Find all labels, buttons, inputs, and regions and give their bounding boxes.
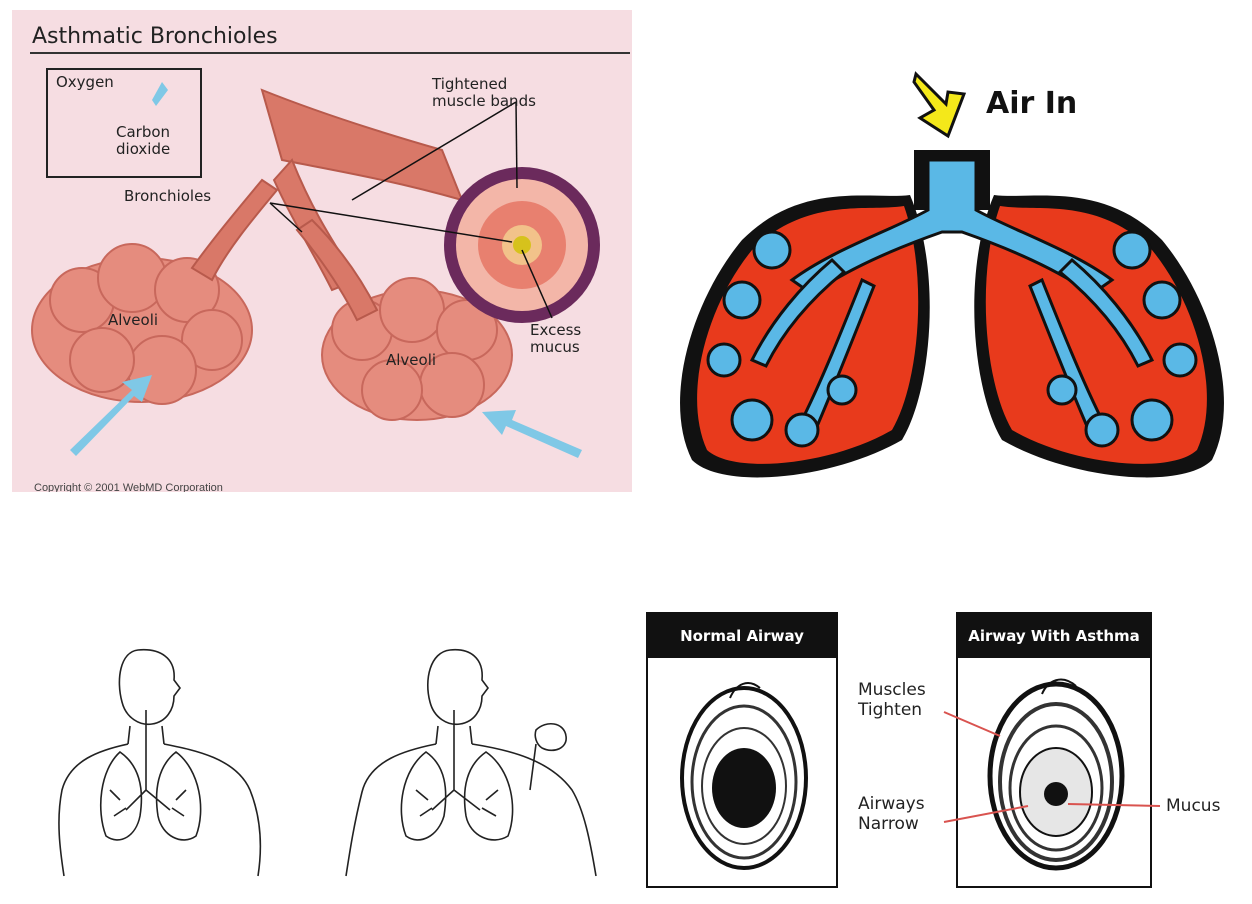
label-mucus: Mucus xyxy=(1166,796,1220,816)
air-in-arrow-icon xyxy=(914,74,964,136)
normal-breathing-figure xyxy=(40,640,310,880)
label-bronchioles: Bronchioles xyxy=(124,188,211,205)
label-excess-mucus: Excess mucus xyxy=(530,322,581,357)
label-airways-narrow: Airways Narrow xyxy=(858,794,925,835)
label-alveoli-right: Alveoli xyxy=(386,352,436,369)
diagram-title: Asthmatic Bronchioles xyxy=(32,24,278,49)
lungs-air-in-illustration: Air In xyxy=(652,10,1250,492)
legend-oxygen: Oxygen xyxy=(56,74,114,91)
label-tightened-muscle-bands: Tightened muscle bands xyxy=(432,76,536,111)
asthma-airway-drawing xyxy=(958,658,1150,886)
coughing-figure xyxy=(340,640,620,880)
legend-carbon-dioxide: Carbon dioxide xyxy=(116,124,170,159)
normal-airway-drawing xyxy=(648,658,836,886)
label-alveoli-left: Alveoli xyxy=(108,312,158,329)
asthmatic-bronchioles-illustration: Asthmatic Bronchioles Oxygen Carbon diox… xyxy=(12,10,632,492)
copyright-notice: Copyright © 2001 WebMD Corporation xyxy=(34,482,223,492)
normal-airway-panel: Normal Airway xyxy=(646,612,838,888)
asthma-airway-title: Airway With Asthma xyxy=(958,614,1150,658)
lungs-drawing xyxy=(652,10,1250,492)
title-rule xyxy=(30,52,630,54)
air-in-label: Air In xyxy=(986,86,1077,121)
figure-coughing-drawing xyxy=(340,640,620,880)
figure-lungs-drawing xyxy=(40,640,310,880)
normal-airway-title: Normal Airway xyxy=(648,614,836,658)
asthma-airway-panel: Airway With Asthma xyxy=(956,612,1152,888)
label-muscles-tighten: Muscles Tighten xyxy=(858,680,926,721)
